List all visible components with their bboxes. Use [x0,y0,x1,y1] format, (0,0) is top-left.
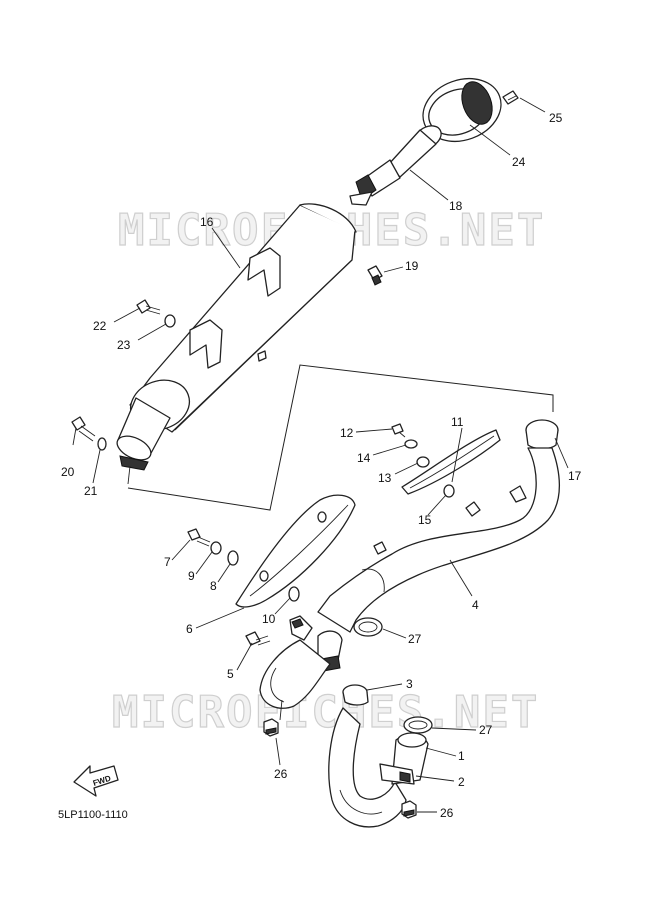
gasket-part-17 [525,419,559,450]
callout-8: 8 [210,579,217,593]
forward-direction-arrow-icon: FWD [73,765,119,797]
diagram-code: 5LP1100-1110 [58,809,128,821]
washer-part-14 [404,439,418,449]
washer-part-9 [210,541,222,555]
callout-18: 18 [449,199,463,213]
callout-16: 16 [200,215,214,229]
collar-part-10 [288,586,300,602]
callout-26-left: 26 [274,767,288,781]
callout-17: 17 [568,469,582,483]
collar-part-15 [443,484,455,498]
callout-1: 1 [458,749,465,763]
screw-part-12 [391,423,406,438]
callout-4: 4 [472,598,479,612]
callout-6: 6 [186,622,193,636]
gasket-part-27-lower [403,716,433,734]
gasket-part-3 [342,684,369,706]
bolt-part-20 [71,416,96,442]
callout-22: 22 [93,319,107,333]
callout-11: 11 [451,415,464,429]
screw-part-7 [187,528,211,547]
bolt-part-5 [245,631,271,646]
protector-part-11 [401,429,501,495]
callout-24: 24 [512,155,526,169]
flange-part-2 [379,763,415,785]
callout-20: 20 [61,465,75,479]
callout-3: 3 [406,677,413,691]
callout-27-lower: 27 [479,723,493,737]
callout-19: 19 [405,259,419,273]
end-cap-part-24 [422,78,502,142]
nut-part-26-right [401,800,417,819]
callout-12: 12 [340,426,354,440]
inner-pipe-part-18 [349,125,442,206]
muffler-part-16 [116,203,357,485]
collar-part-13 [416,456,430,468]
nut-part-26-left [263,718,279,737]
callout-10: 10 [262,612,276,626]
callout-5: 5 [227,667,234,681]
bolt-part-25 [502,90,519,105]
assembly-outline [127,364,554,511]
leader-lines [72,97,569,813]
callout-labels: 25 24 18 16 19 22 23 20 21 12 11 14 13 1… [61,111,582,820]
bolt-part-19 [367,265,383,286]
collar-part-8 [227,550,239,566]
exhaust-pipe-lower-phantom [259,639,331,721]
callout-15: 15 [418,513,432,527]
callout-25: 25 [549,111,563,125]
callout-9: 9 [188,569,195,583]
gasket-part-27-upper [353,617,383,637]
protector-part-6 [235,494,356,608]
callout-23: 23 [117,338,131,352]
callout-21: 21 [84,484,98,498]
callout-7: 7 [164,555,171,569]
callout-14: 14 [357,451,371,465]
exhaust-pipe-part-1 [328,707,429,828]
callout-27-upper: 27 [408,632,422,646]
washer-part-23 [164,314,176,328]
callout-13: 13 [378,471,392,485]
washer-part-21 [97,437,107,451]
callout-2: 2 [458,775,465,789]
exhaust-pipe-part-4 [317,447,560,633]
bolt-part-22 [136,299,161,315]
callout-26-right: 26 [440,806,454,820]
